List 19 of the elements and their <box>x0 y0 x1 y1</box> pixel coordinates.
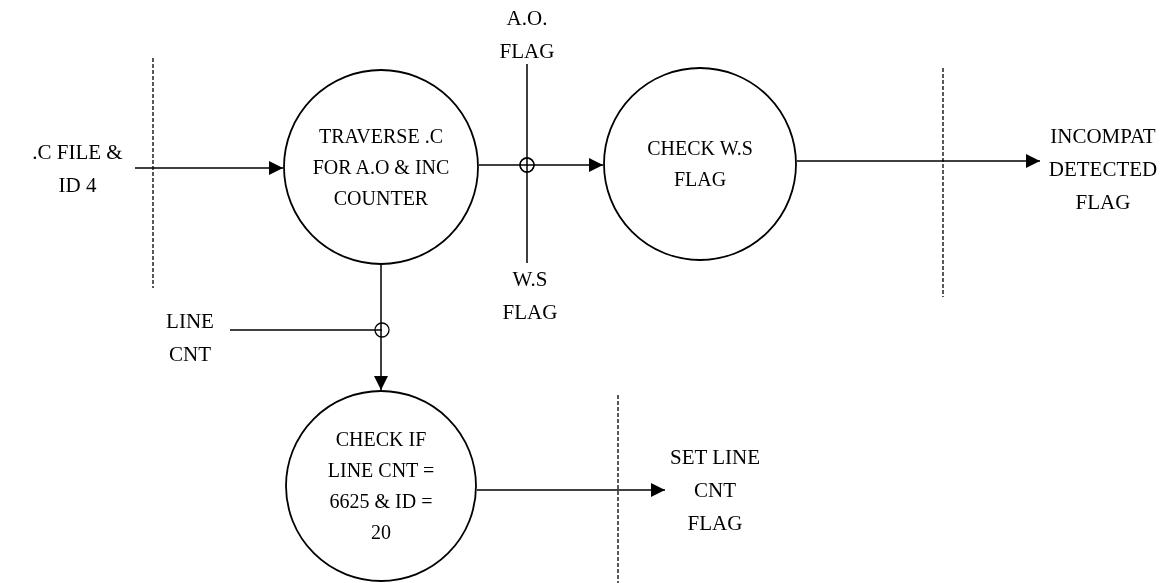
arrow <box>796 154 1041 168</box>
arrow <box>476 483 666 497</box>
process-label: TRAVERSE .C FOR A.O & INC COUNTER <box>311 123 451 211</box>
data-label: INCOMPAT DETECTED FLAG <box>1040 120 1166 219</box>
arrow <box>374 264 388 391</box>
data-label: W.S FLAG <box>490 263 570 325</box>
process-circle <box>285 390 477 582</box>
leader-line <box>229 322 390 338</box>
data-label: SET LINE CNT FLAG <box>665 441 765 540</box>
process-label: CHECK IF LINE CNT = 6625 & ID = 20 <box>326 427 436 545</box>
data-label: LINE CNT <box>150 305 230 367</box>
leader-line <box>519 157 535 264</box>
arrow <box>134 161 284 175</box>
data-label: A.O. FLAG <box>487 2 567 64</box>
process-label: CHECK W.S FLAG <box>646 136 754 192</box>
process-circle <box>283 69 479 265</box>
data-label: .C FILE & ID 4 <box>20 136 135 202</box>
process-circle <box>603 67 797 261</box>
arrow <box>478 158 604 172</box>
